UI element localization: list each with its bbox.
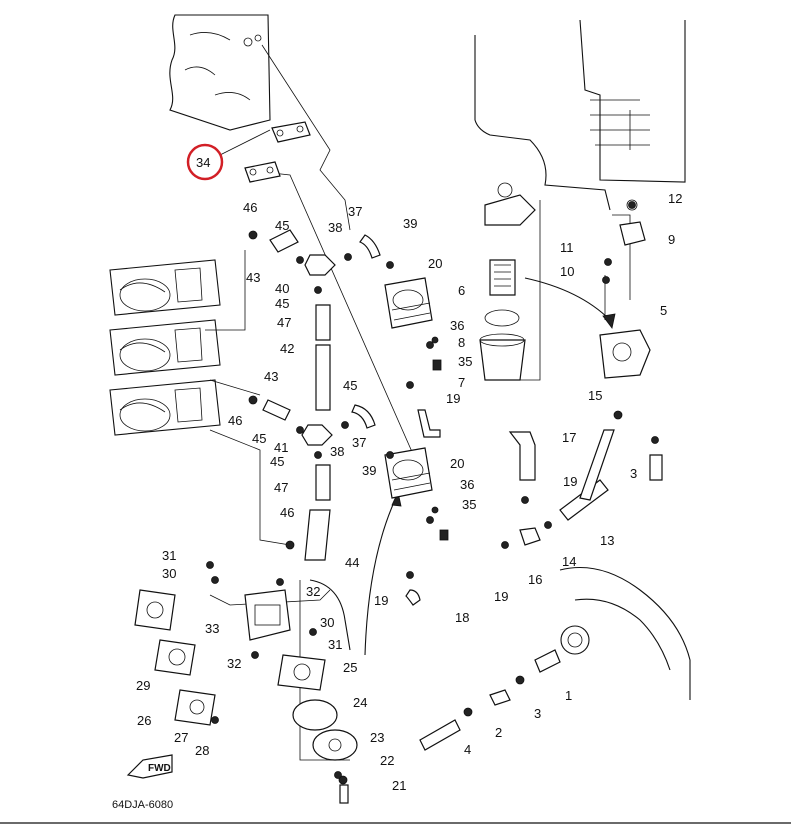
fuel-pump-bottom-assembly [134,589,358,804]
part-label[interactable]: 5 [660,303,667,318]
part-label[interactable]: 38 [330,444,344,459]
highlight-ring [186,143,224,181]
part-label[interactable]: 14 [562,554,576,569]
fuel-pump-upper [384,277,439,344]
part-label[interactable]: 36 [460,477,474,492]
part-label[interactable]: 10 [560,264,574,279]
part-label[interactable]: 19 [563,474,577,489]
part-label[interactable]: 29 [136,678,150,693]
part-label[interactable]: 35 [458,354,472,369]
part-label[interactable]: 31 [162,548,176,563]
part-label[interactable]: 37 [352,435,366,450]
hoses [262,229,663,751]
part-label[interactable]: 1 [565,688,572,703]
part-label[interactable]: 17 [562,430,576,445]
part-label[interactable]: 20 [428,256,442,271]
gaskets-34 [244,121,311,183]
part-label[interactable]: 3 [534,706,541,721]
carburetor-stack [109,259,221,436]
fwd-arrow-marker: FWD [126,754,173,779]
part-label[interactable]: 43 [264,369,278,384]
part-label[interactable]: 40 [275,281,289,296]
part-label[interactable]: 9 [668,232,675,247]
fuel-filter-assembly [479,182,536,381]
fwd-label: FWD [148,763,171,774]
part-label[interactable]: 47 [277,315,291,330]
part-label[interactable]: 46 [243,200,257,215]
part-label[interactable]: 23 [370,730,384,745]
leader-lines [205,44,631,761]
part-label[interactable]: 31 [328,637,342,652]
part-label[interactable]: 19 [446,391,460,406]
part-label[interactable]: 32 [227,656,241,671]
part-label[interactable]: 37 [348,204,362,219]
part-label[interactable]: 20 [450,456,464,471]
part-label[interactable]: 25 [343,660,357,675]
part-label[interactable]: 12 [668,191,682,206]
part-label[interactable]: 45 [252,431,266,446]
part-label[interactable]: 32 [306,584,320,599]
part-label[interactable]: 45 [270,454,284,469]
part-label[interactable]: 2 [495,725,502,740]
part-label[interactable]: 42 [280,341,294,356]
lower-casing-outline [474,19,691,700]
part-label[interactable]: 36 [450,318,464,333]
drawing-code: 64DJA-6080 [112,799,173,811]
part-label[interactable]: 21 [392,778,406,793]
part-label[interactable]: 19 [374,593,388,608]
part-label[interactable]: 46 [228,413,242,428]
part-label[interactable]: 27 [174,730,188,745]
part-label[interactable]: 46 [280,505,294,520]
part-label[interactable]: 30 [320,615,334,630]
part-label[interactable]: 30 [162,566,176,581]
part-label[interactable]: 15 [588,388,602,403]
part-label[interactable]: 43 [246,270,260,285]
part-label[interactable]: 6 [458,283,465,298]
part-label[interactable]: 35 [462,497,476,512]
part-label[interactable]: 8 [458,335,465,350]
part-label[interactable]: 26 [137,713,151,728]
part-label[interactable]: 19 [494,589,508,604]
fittings [301,254,541,706]
part-label[interactable]: 34 [196,155,210,170]
part-label[interactable]: 38 [328,220,342,235]
engine-block-outline [169,14,271,131]
part-label[interactable]: 16 [528,572,542,587]
part-label[interactable]: 33 [205,621,219,636]
part-label[interactable]: 45 [275,218,289,233]
part-label[interactable]: 39 [403,216,417,231]
part-label[interactable]: 39 [362,463,376,478]
part-label[interactable]: 4 [464,742,471,757]
part-label[interactable]: 45 [343,378,357,393]
clamps-and-screws [206,201,659,779]
part-label[interactable]: 47 [274,480,288,495]
part-label[interactable]: 11 [560,240,574,255]
part-label[interactable]: 22 [380,753,394,768]
part-label[interactable]: 45 [275,296,289,311]
part-label[interactable]: 13 [600,533,614,548]
fuel-pump-lower [384,447,439,514]
part-label[interactable]: 7 [458,375,465,390]
part-label[interactable]: 18 [455,610,469,625]
part-label[interactable]: 3 [630,466,637,481]
part-label[interactable]: 24 [353,695,367,710]
part-label[interactable]: 41 [274,440,288,455]
fuel-joint-right [599,199,651,379]
part-label[interactable]: 28 [195,743,209,758]
part-label[interactable]: 44 [345,555,359,570]
part-labels: 34 46 45 43 40 45 47 42 43 45 46 45 41 4… [136,155,682,793]
